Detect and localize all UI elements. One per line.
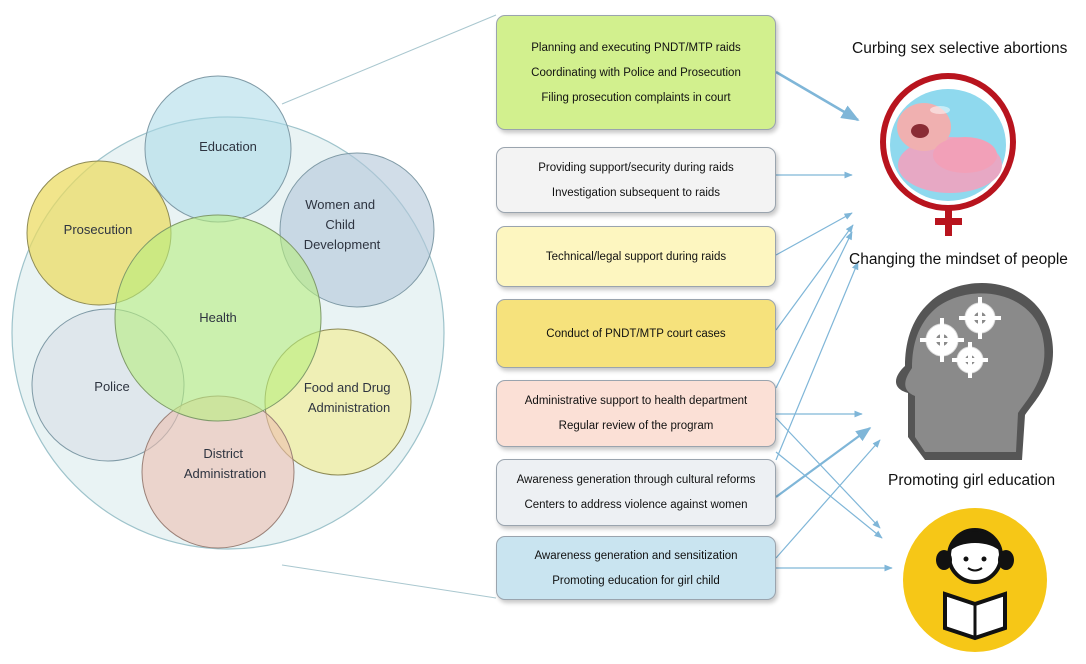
- role-text: Awareness generation through cultural re…: [516, 474, 756, 486]
- role-box-district: Administrative support to health departm…: [496, 380, 776, 447]
- zoom-line-top: [281, 14, 497, 105]
- role-text: Planning and executing PNDT/MTP raids: [531, 41, 741, 54]
- label-health: Health: [199, 310, 237, 325]
- label-education: Education: [199, 139, 257, 154]
- zoom-line-bottom: [281, 564, 497, 599]
- arrow-women-child-mindset: [775, 427, 872, 498]
- role-text: Regular review of the program: [558, 420, 714, 432]
- role-text: Filing prosecution complaints in court: [541, 91, 731, 104]
- arrow-district-abortions: [775, 231, 853, 389]
- arrow-education-mindset: [775, 439, 881, 559]
- role-box-education: Awareness generation and sensitization P…: [496, 536, 776, 600]
- role-text: Awareness generation and sensitization: [534, 549, 738, 562]
- role-text: Administrative support to health departm…: [524, 395, 748, 407]
- label-district: District Administration: [184, 446, 266, 481]
- role-text: Centers to address violence against wome…: [524, 499, 748, 511]
- venn-circles: [26, 75, 435, 549]
- circle-health: [114, 214, 322, 422]
- arrow-women-child-abortions: [775, 261, 859, 461]
- role-box-food-drug: Technical/legal support during raids: [496, 226, 776, 287]
- role-box-women-child: Awareness generation through cultural re…: [496, 459, 776, 526]
- arrow-prosecution-abortions: [775, 224, 854, 331]
- arrow-women-child-education: [775, 451, 883, 539]
- role-box-prosecution: Conduct of PNDT/MTP court cases: [496, 299, 776, 368]
- role-box-police: Providing support/security during raids …: [496, 147, 776, 213]
- outcome-title-abortions: Curbing sex selective abortions: [852, 40, 1068, 57]
- role-text: Providing support/security during raids: [538, 161, 734, 174]
- outcome-title-education: Promoting girl education: [888, 472, 1056, 489]
- girl-reading-icon: [903, 508, 1047, 652]
- outcome-title-mindset: Changing the mindset of people: [849, 251, 1068, 268]
- crying-baby-icon: [880, 73, 1016, 236]
- label-prosecution: Prosecution: [64, 222, 133, 237]
- circle-labels: Education Women and Child Development Pr…: [64, 139, 394, 481]
- role-text: Technical/legal support during raids: [545, 250, 727, 263]
- head-gears-icon: [895, 283, 1054, 460]
- arrow-health-abortions: [775, 70, 860, 122]
- label-food-drug: Food and Drug Administration: [304, 380, 394, 415]
- role-text: Conduct of PNDT/MTP court cases: [546, 327, 726, 340]
- role-box-health: Planning and executing PNDT/MTP raids Co…: [496, 15, 776, 130]
- label-police: Police: [94, 379, 129, 394]
- arrow-district-education: [775, 417, 881, 529]
- role-text: Coordinating with Police and Prosecution: [531, 66, 741, 79]
- connector-arrows: [775, 70, 893, 572]
- arrow-food-drug-abortions: [775, 212, 853, 256]
- circle-women-child: [279, 152, 435, 308]
- role-text: Investigation subsequent to raids: [551, 186, 721, 199]
- role-text: Promoting education for girl child: [552, 574, 720, 587]
- label-women-child: Women and Child Development: [304, 197, 381, 252]
